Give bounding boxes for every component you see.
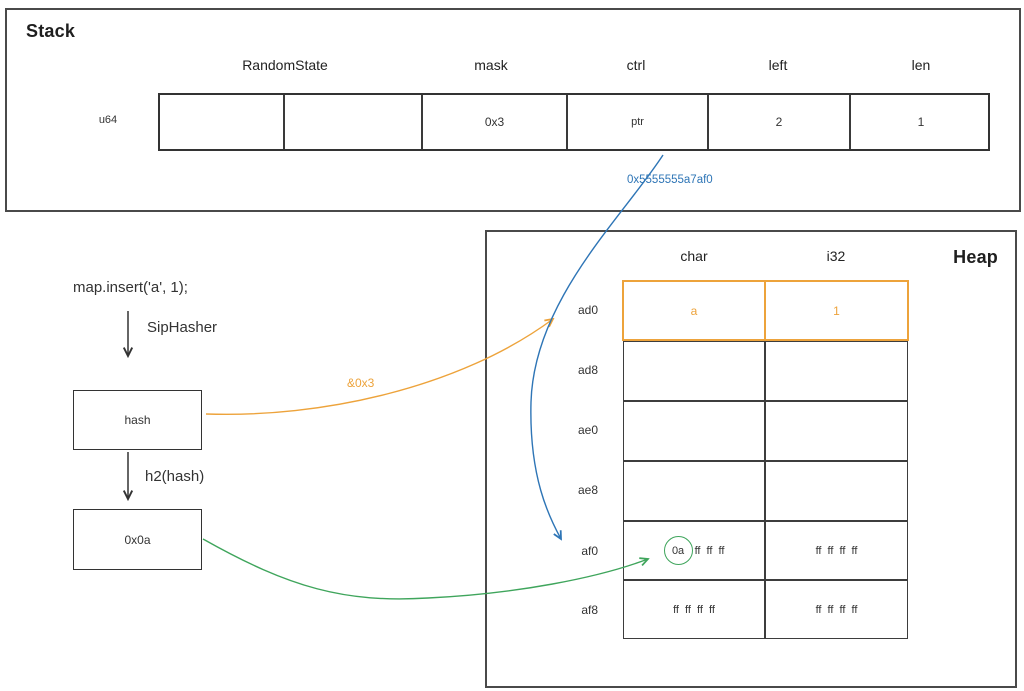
heap-col-divider (764, 282, 766, 638)
stack-title: Stack (26, 21, 76, 41)
heap-cell-af0-char-rest: ff ff ff (694, 544, 725, 557)
heap-row-ad0-highlight-divider (764, 282, 766, 339)
heap-cell-af0-char: 0a ff ff ff (623, 521, 765, 580)
heap-cell-af8-char: ff ff ff ff (673, 603, 715, 616)
heap-addr-ad0: ad0 (577, 303, 598, 317)
mask-arrow-label: &0x3 (347, 376, 375, 390)
stack-memory-row: 0x3 ptr 2 1 (158, 93, 990, 151)
heap-cell-af8-i32: ff ff ff ff (815, 603, 858, 616)
stack-cell-divider (421, 95, 423, 149)
heap-row-divider (624, 520, 907, 522)
heap-addr-af0: af0 (581, 544, 598, 558)
ctrl-pointer-address: 0x5555555a7af0 (627, 174, 713, 186)
stack-type-label: u64 (98, 114, 118, 126)
stack-cell-mask: 0x3 (484, 115, 505, 129)
heap-header-char: char (680, 248, 708, 264)
stack-header-len: len (911, 57, 931, 73)
heap-addr-af8: af8 (581, 603, 598, 617)
circled-hash-byte: 0a (663, 536, 693, 565)
stack-cell-left: 2 (775, 115, 783, 129)
stack-cell-divider (849, 95, 851, 149)
h2-label: h2(hash) (145, 468, 205, 485)
heap-box (485, 230, 1017, 688)
heap-cell-af0-i32: ff ff ff ff (815, 544, 858, 557)
hash-node: hash (73, 390, 202, 450)
stack-cell-divider (283, 95, 285, 149)
heap-row-divider (624, 340, 907, 342)
h2-result-node: 0x0a (73, 509, 202, 570)
heap-addr-ae0: ae0 (577, 423, 598, 437)
stack-cell-len: 1 (917, 115, 925, 129)
heap-addr-ae8: ae8 (577, 483, 598, 497)
stack-cell-divider (566, 95, 568, 149)
heap-header-i32: i32 (826, 248, 846, 264)
stack-cell-divider (707, 95, 709, 149)
heap-row-divider (624, 400, 907, 402)
stack-header-mask: mask (474, 57, 508, 73)
insert-code-text: map.insert('a', 1); (73, 279, 188, 296)
stack-header-left: left (768, 57, 788, 73)
heap-cell-ad0-char: a (690, 304, 698, 318)
heap-cell-ad0-i32: 1 (833, 304, 840, 318)
heap-addr-ad8: ad8 (577, 363, 598, 377)
stack-cell-ctrl: ptr (631, 116, 644, 128)
heap-row-divider (624, 579, 907, 581)
siphasher-label: SipHasher (147, 319, 218, 336)
stack-header-ctrl: ctrl (626, 57, 646, 73)
stack-box (5, 8, 1021, 212)
heap-row-divider (624, 460, 907, 462)
heap-title: Heap (953, 247, 998, 267)
stack-header-randomstate: RandomState (242, 57, 328, 73)
